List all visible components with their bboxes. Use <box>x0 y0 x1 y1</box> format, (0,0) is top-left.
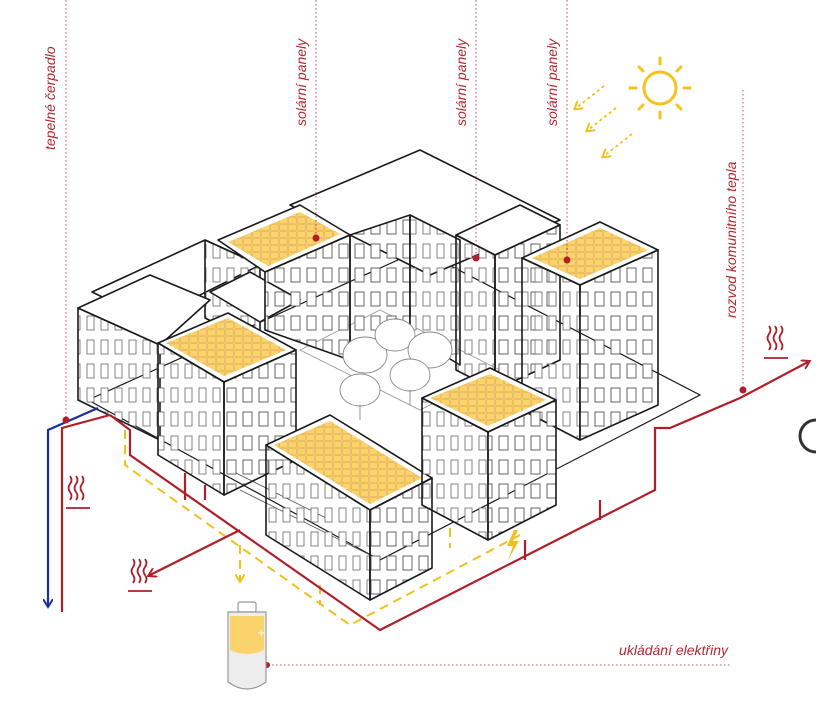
label-district-heating: rozvod komunitního tepla <box>723 161 739 318</box>
heat-waves-icon <box>128 559 152 591</box>
label-solar-3: solární panely <box>544 38 560 126</box>
label-solar-1: solární panely <box>293 38 309 126</box>
label-heat-pump: tepelné čerpadlo <box>42 46 58 150</box>
svg-text:+: + <box>257 628 265 639</box>
heat-waves-icon <box>764 326 788 358</box>
battery-icon: + <box>228 602 266 689</box>
cropped-shape <box>800 420 816 452</box>
sun-rays <box>576 86 632 156</box>
heat-waves-icon <box>66 476 90 508</box>
lightning-icon <box>507 530 519 560</box>
sensor-dot <box>313 235 320 242</box>
label-solar-2: solární panely <box>453 38 469 126</box>
district-heating-dot <box>740 387 747 394</box>
sun-icon <box>630 58 690 118</box>
sensor-dot <box>564 257 571 264</box>
cold-return-line <box>48 408 98 605</box>
building-right-front <box>422 368 556 540</box>
sensor-dot <box>473 255 480 262</box>
label-electricity-storage: ukládání elektřiny <box>619 642 729 658</box>
heat-pump-dot <box>63 417 70 424</box>
